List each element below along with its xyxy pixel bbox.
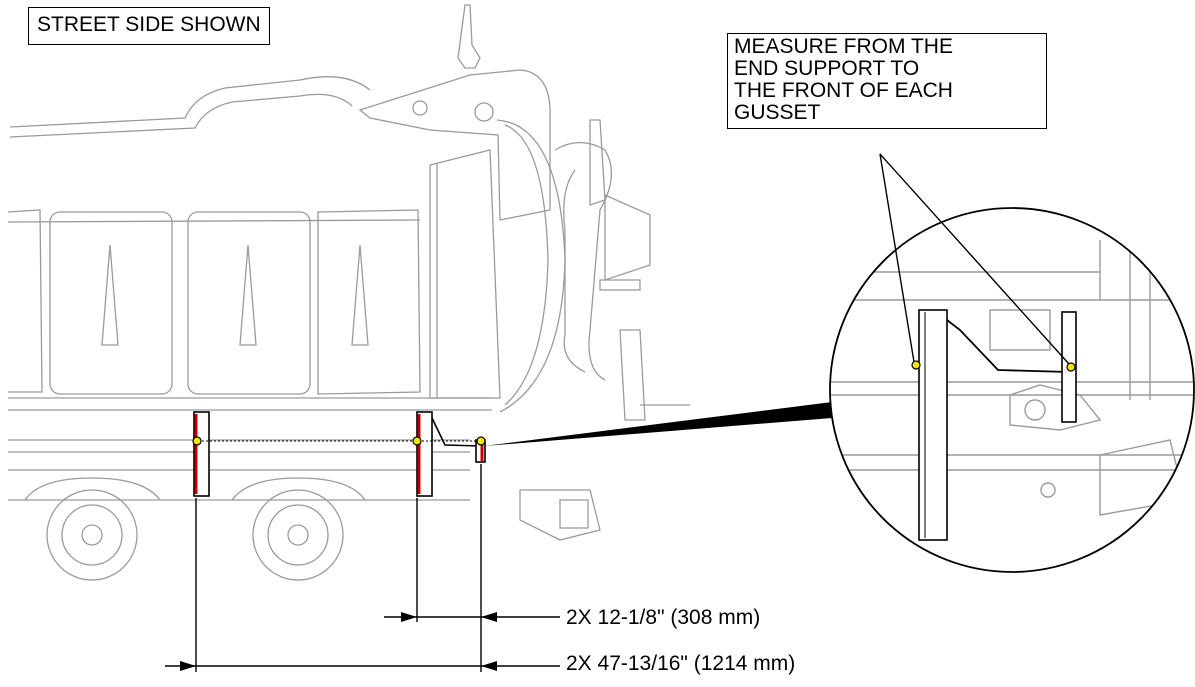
zoom-connector	[484, 402, 832, 446]
tank-side	[429, 149, 501, 399]
upper-pipe	[9, 76, 371, 128]
callout-leaders	[879, 153, 1070, 365]
frame-rails	[8, 397, 492, 501]
long-dimension-label: 2X 47-13/16" (1214 mm)	[566, 652, 796, 675]
measurement-points	[192, 436, 486, 446]
end-supports	[193, 411, 486, 497]
detail-magnifier	[829, 207, 1195, 573]
wheels	[24, 477, 366, 581]
support-highlights	[194, 414, 484, 494]
debris-tank	[496, 119, 566, 413]
dimension-lines	[165, 464, 560, 672]
left-end-support	[193, 411, 210, 497]
view-note-label: STREET SIDE SHOWN	[28, 7, 270, 45]
detail-end-support	[918, 309, 948, 541]
water-tanks	[7, 209, 421, 395]
vacuum-hose	[554, 141, 613, 381]
short-dimension-label: 2X 12-1/8" (308 mm)	[566, 606, 761, 629]
center-end-support	[416, 411, 433, 497]
boom-mount	[358, 69, 551, 221]
trailer-drawing	[7, 4, 690, 581]
callout-note-label: MEASURE FROM THE END SUPPORT TO THE FRON…	[727, 33, 1047, 129]
